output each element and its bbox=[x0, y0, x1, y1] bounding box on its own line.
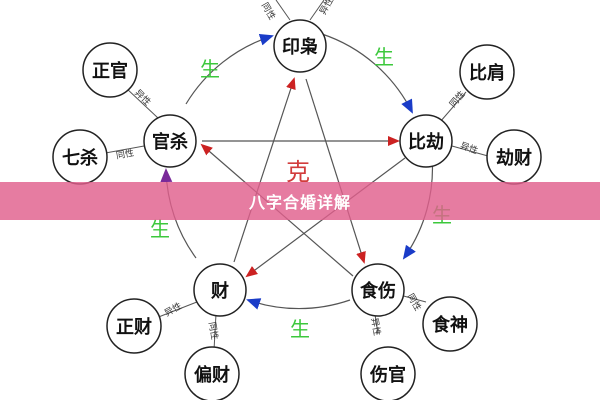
node-yinxiao bbox=[273, 19, 327, 73]
node-label-yinxiao: 印枭 bbox=[282, 36, 318, 58]
node-label-bijian: 比肩 bbox=[469, 62, 505, 84]
node-zhengguan bbox=[82, 42, 138, 98]
node-label-jiecai: 劫财 bbox=[496, 147, 532, 169]
node-shishen bbox=[422, 296, 478, 352]
node-shangguan bbox=[360, 346, 416, 400]
link-label: 同性 bbox=[206, 321, 221, 341]
link-label: 同性 bbox=[115, 147, 135, 162]
link-label: 同性 bbox=[405, 291, 424, 313]
sheng-label: 生 bbox=[290, 317, 310, 341]
sheng-arrow-guansha-yinxiao bbox=[185, 33, 274, 105]
sheng-label: 生 bbox=[374, 45, 394, 69]
node-bijian bbox=[459, 44, 515, 100]
node-label-guansha: 官杀 bbox=[152, 131, 188, 153]
node-piancai bbox=[184, 346, 240, 400]
node-label-shishang: 食伤 bbox=[359, 280, 396, 302]
link-label: 同性 bbox=[259, 0, 278, 22]
node-bijie bbox=[399, 114, 453, 168]
node-label-qisha: 七杀 bbox=[62, 147, 98, 169]
sheng-arrow-shishang-cai bbox=[246, 298, 351, 310]
ke-line-yinxiao-shishang bbox=[305, 78, 366, 264]
ke-label: 克 bbox=[286, 158, 310, 186]
node-label-piancai: 偏财 bbox=[194, 364, 230, 386]
sheng-label: 生 bbox=[150, 217, 170, 241]
node-label-shishen: 食神 bbox=[431, 314, 468, 336]
node-label-shangguan: 伤官 bbox=[369, 364, 406, 386]
title-banner: 八字合婚详解 bbox=[0, 182, 600, 220]
node-label-cai: 财 bbox=[211, 280, 229, 302]
link-label: 异性 bbox=[368, 317, 383, 337]
sheng-arrow-yinxiao-bijie bbox=[321, 33, 413, 114]
link-label: 异性 bbox=[317, 0, 336, 17]
node-label-zhengguan: 正官 bbox=[92, 60, 128, 82]
node-label-zhengcai: 正财 bbox=[116, 316, 152, 338]
sub-nodes bbox=[52, 42, 542, 400]
link-label: 异性 bbox=[459, 139, 480, 156]
node-guansha bbox=[143, 114, 197, 168]
sub-links bbox=[99, 0, 489, 351]
sheng-label: 生 bbox=[200, 57, 220, 81]
node-shishang bbox=[351, 263, 405, 317]
ke-line-cai-yinxiao bbox=[233, 77, 296, 263]
node-zhengcai bbox=[106, 298, 162, 354]
node-label-bijie: 比劫 bbox=[408, 132, 444, 153]
sheng-cycle bbox=[160, 33, 434, 310]
banner-title: 八字合婚详解 bbox=[248, 193, 351, 212]
main-nodes bbox=[143, 19, 453, 317]
link-label: 同性 bbox=[447, 88, 468, 110]
node-cai bbox=[193, 263, 247, 317]
link-label: 异性 bbox=[162, 300, 184, 319]
link-label: 异性 bbox=[132, 87, 153, 108]
